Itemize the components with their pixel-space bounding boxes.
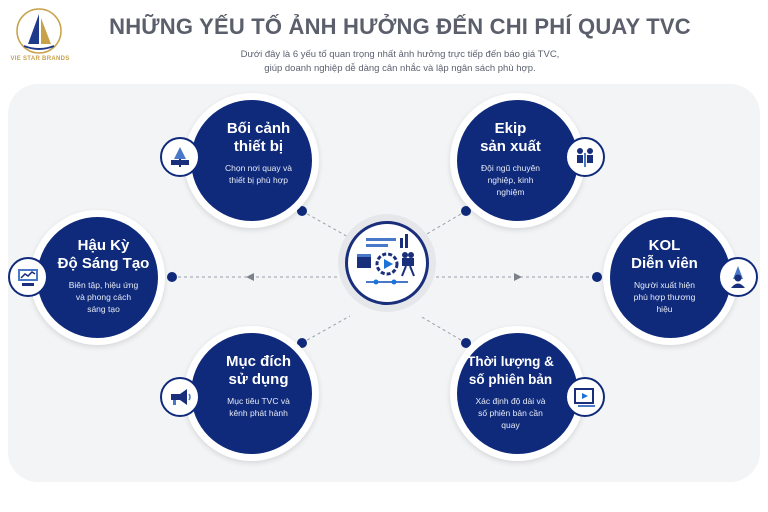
factor-usage-purpose-disc: Mục đích sử dụng Mục tiêu TVC và kênh ph…: [191, 333, 312, 454]
desc-line: phù hợp thương: [633, 292, 696, 302]
brand-logo-text: VIE STAR BRANDS: [10, 56, 70, 62]
factor-post-production-badge: [8, 257, 48, 297]
factor-title: Ekip: [494, 120, 527, 137]
desc-line: Xác định độ dài và: [475, 396, 546, 406]
factor-duration-versions-badge: [565, 377, 605, 417]
page-subtitle: Dưới đây là 6 yếu tố quan trọng nhất ảnh…: [140, 48, 660, 76]
factor-description: Chọn nơi quay và thiết bị phù hợp: [205, 162, 312, 186]
factor-usage-purpose-badge: [160, 377, 200, 417]
actor-spotlight-icon: [731, 266, 745, 288]
desc-line: thiết bị phù hợp: [229, 175, 288, 185]
desc-line: kênh phát hành: [229, 408, 288, 418]
factor-kol-actor-disc: KOL Diễn viên Người xuất hiện phù hợp th…: [610, 217, 731, 338]
factor-production-crew-badge: [565, 137, 605, 177]
page-title: NHỮNG YẾU TỐ ẢNH HƯỞNG ĐẾN CHI PHÍ QUAY …: [109, 14, 691, 39]
factor-title: Bối cảnh: [226, 120, 291, 137]
desc-line: nghiệp, kinh: [487, 175, 534, 185]
desc-line: số phiên bản cần: [478, 408, 543, 418]
editing-icon: [18, 269, 38, 286]
factor-title: Diễn viên: [631, 255, 698, 272]
desc-line: sáng tạo: [87, 304, 120, 314]
factor-title: sử dụng: [228, 371, 289, 388]
factor-duration-versions-disc: Thời lượng & số phiên bản Xác định độ dà…: [457, 333, 578, 454]
factor-title: Mục đích: [225, 353, 291, 370]
video-play-icon: [574, 388, 595, 407]
factor-production-crew-disc: Ekip sản xuất Đội ngũ chuyên nghiệp, kin…: [457, 100, 578, 221]
factor-setting-equipment-badge: [160, 137, 200, 177]
studio-icon: [171, 147, 189, 167]
factor-title: Hậu Kỳ: [77, 237, 130, 254]
factor-title: Thời lượng &: [467, 354, 554, 369]
desc-line: Người xuất hiện: [634, 280, 695, 290]
megaphone-icon: [171, 389, 191, 405]
subtitle-line-2: giúp doanh nghiệp dễ dàng cân nhắc và lậ…: [264, 63, 536, 74]
video-production-icon: [357, 234, 415, 285]
factor-title: sản xuất: [480, 138, 541, 155]
factor-setting-equipment-disc: Bối cảnh thiết bị Chọn nơi quay và thiết…: [191, 100, 312, 221]
factor-post-production-disc: Hậu Kỳ Độ Sáng Tạo Biên tập, hiệu ứng và…: [37, 217, 158, 338]
desc-line: nghiệm: [496, 187, 525, 197]
factor-description: Biên tập, hiệu ứng và phong cách sáng tạ…: [49, 279, 158, 315]
factor-title: số phiên bản: [468, 372, 553, 387]
factor-title: thiết bị: [233, 138, 284, 155]
factor-description: Xác định độ dài và số phiên bản cần quay: [457, 395, 564, 431]
desc-line: hiệu: [656, 304, 673, 314]
factor-title: KOL: [648, 237, 681, 254]
desc-line: Đội ngũ chuyên: [480, 163, 541, 173]
factor-description: Mục tiêu TVC và kênh phát hành: [205, 395, 312, 419]
factor-description: Đội ngũ chuyên nghiệp, kinh nghiệm: [457, 162, 564, 198]
film-crew-icon: [577, 148, 593, 167]
desc-line: Chọn nơi quay và: [224, 163, 292, 173]
brand-logo: [14, 6, 64, 66]
desc-line: Biên tập, hiệu ứng: [68, 280, 139, 290]
desc-line: Mục tiêu TVC và: [227, 396, 290, 406]
desc-line: quay: [501, 420, 520, 430]
center-hub: [345, 221, 429, 305]
factor-kol-actor-badge: [718, 257, 758, 297]
desc-line: và phong cách: [75, 292, 132, 302]
factor-description: Người xuất hiện phù hợp thương hiệu: [610, 279, 719, 315]
factor-title: Độ Sáng Tạo: [57, 255, 150, 272]
subtitle-line-1: Dưới đây là 6 yếu tố quan trọng nhất ảnh…: [240, 49, 560, 60]
